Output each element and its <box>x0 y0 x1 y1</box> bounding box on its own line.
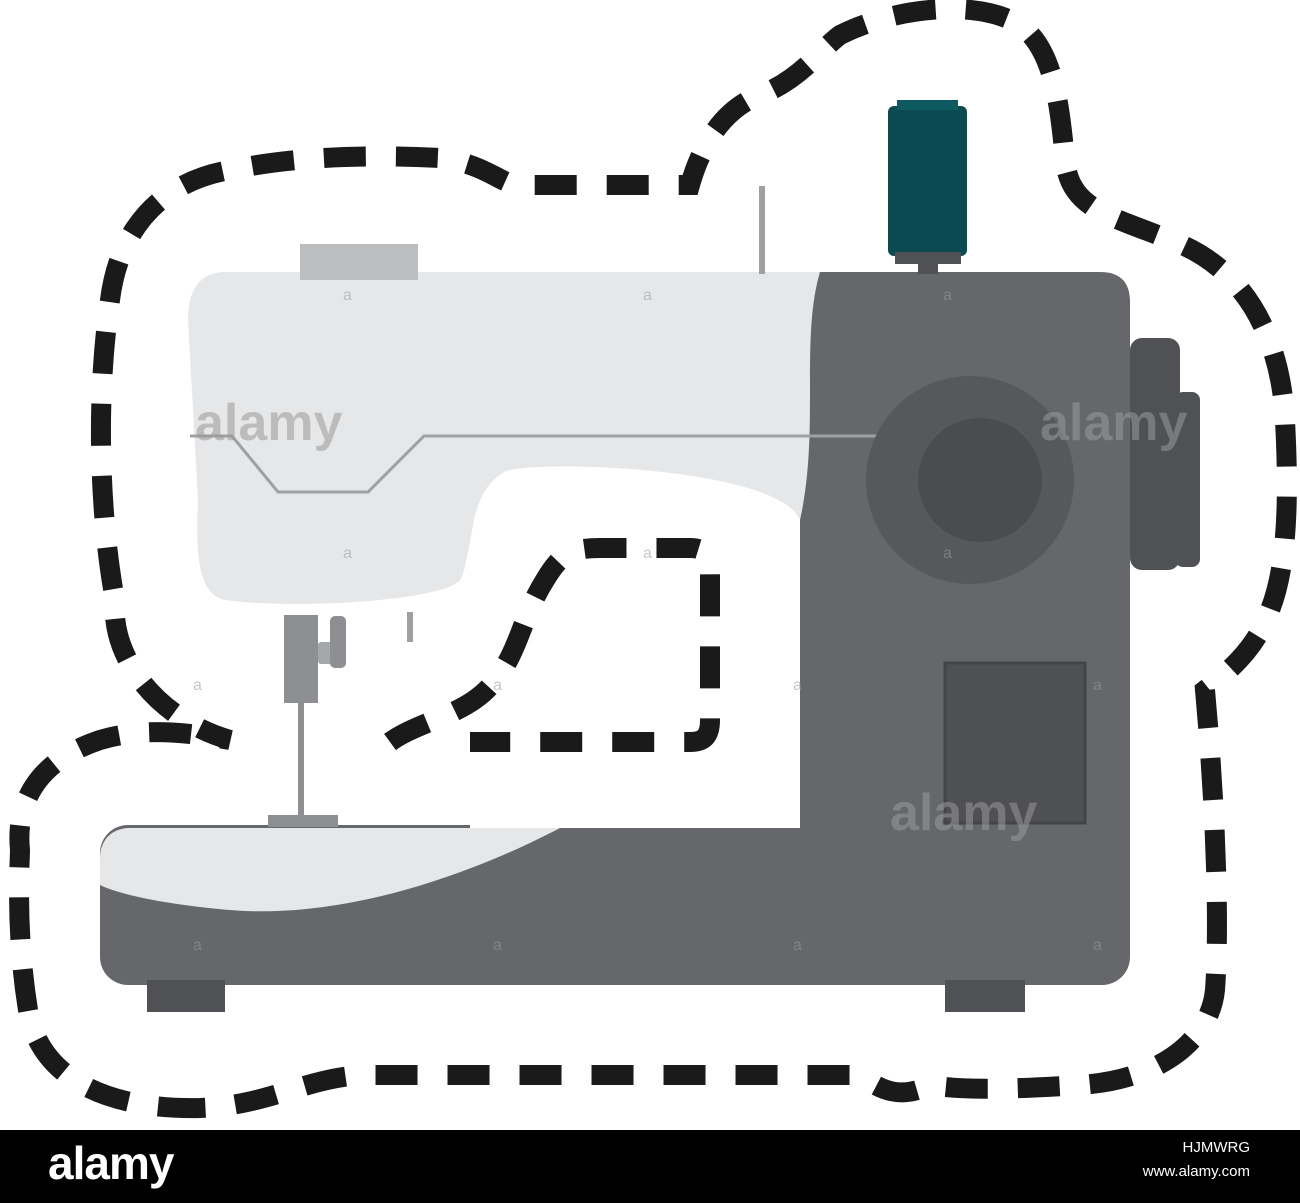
watermark-center-right: alamy <box>1040 394 1188 452</box>
watermark-mark-7: a <box>193 677 202 694</box>
watermark-mark-6: a <box>943 545 952 562</box>
watermark-lower: alamy <box>890 784 1038 842</box>
right-foot <box>945 980 1025 1012</box>
presser-lever-top <box>330 616 346 668</box>
machine-arm <box>188 272 820 604</box>
thread-take-up <box>407 612 413 642</box>
watermark-mark-3: a <box>943 287 952 304</box>
watermark-center-left: alamy <box>195 394 343 452</box>
sewing-machine-illustration: alamy alamy alamy a a a a a a a a a a a … <box>9 0 1297 1119</box>
footer-url: www.alamy.com <box>1142 1163 1250 1180</box>
left-foot <box>147 980 225 1012</box>
watermark-mark-5: a <box>643 545 652 562</box>
watermark-mark-14: a <box>1093 937 1102 954</box>
spool-top <box>897 100 958 110</box>
handwheel-housing <box>1130 338 1180 570</box>
watermark-mark-1: a <box>343 287 352 304</box>
inner-stitch-line <box>384 538 720 752</box>
watermark-mark-12: a <box>493 937 502 954</box>
footer-info: HJMWRG www.alamy.com <box>1143 1138 1250 1182</box>
presser-foot <box>268 815 338 827</box>
watermark-mark-9: a <box>793 677 802 694</box>
handwheel-inner <box>918 418 1042 542</box>
needle <box>298 700 304 815</box>
watermark-mark-13: a <box>793 937 802 954</box>
image-id: HJMWRG <box>1182 1139 1251 1156</box>
outer-stitch-line <box>9 0 1297 1119</box>
thread-spool-icon <box>888 106 967 256</box>
watermark-mark-2: a <box>643 287 652 304</box>
watermark-mark-8: a <box>493 677 502 694</box>
machine-bed <box>100 828 560 912</box>
watermark-mark-11: a <box>193 937 202 954</box>
footer-bar: alamy HJMWRG www.alamy.com <box>0 1130 1300 1203</box>
thread-pin <box>759 186 765 274</box>
handwheel-edge <box>1175 392 1200 567</box>
spool-base <box>895 252 961 264</box>
top-button <box>300 244 418 280</box>
spool-pin <box>918 262 938 274</box>
arm-seam-line <box>190 434 880 494</box>
footer-logo: alamy <box>48 1137 174 1189</box>
watermark-mark-10: a <box>1093 677 1102 694</box>
control-panel <box>943 661 1087 825</box>
needle-bar <box>284 615 318 703</box>
watermark-mark-4: a <box>343 545 352 562</box>
